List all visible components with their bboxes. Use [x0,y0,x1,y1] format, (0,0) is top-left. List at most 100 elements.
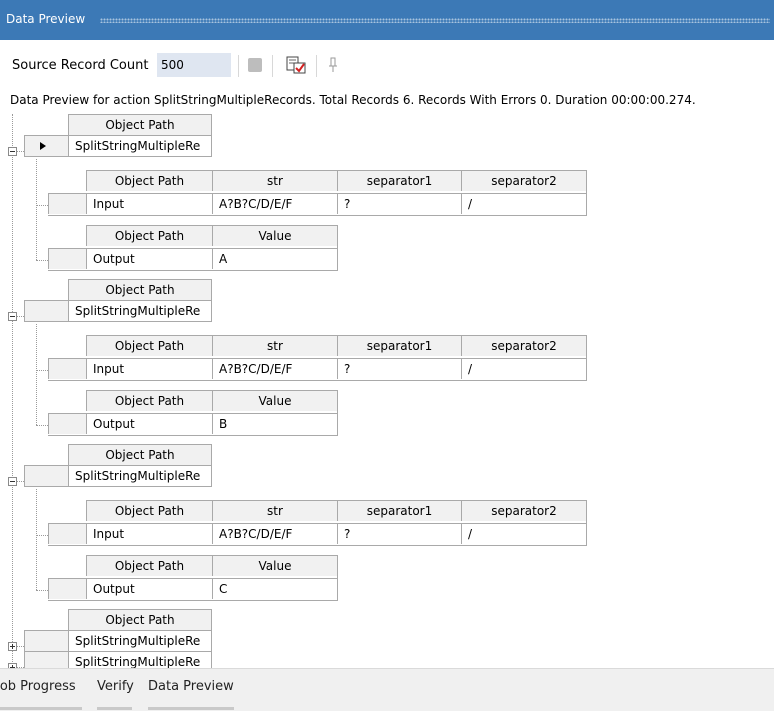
tree-child-line [36,159,37,260]
value-cell[interactable]: C [212,578,337,599]
tab-data-preview[interactable]: Data Preview [148,679,234,694]
output-grid: Object Path Value Output B [48,390,338,436]
tree-branch-line [17,151,24,152]
tree-branch-line [36,425,48,426]
column-header-str[interactable]: str [212,500,337,521]
source-record-count-label: Source Record Count [12,58,149,73]
panel-title: Data Preview [6,12,86,26]
value-cell[interactable]: B [212,413,337,434]
grid-corner [48,335,86,356]
stop-icon[interactable] [248,58,262,72]
grid-corner [48,170,86,191]
row-selector[interactable] [48,193,86,214]
row-selector[interactable] [24,651,68,668]
separator1-cell[interactable]: ? [337,358,461,379]
str-cell[interactable]: A?B?C/D/E/F [212,523,337,544]
current-row-arrow-icon [40,142,46,150]
row-selector[interactable] [48,523,86,544]
column-header-separator2[interactable]: separator2 [461,500,586,521]
tab-job-progress[interactable]: Job Progress [0,679,76,694]
value-cell[interactable]: A [212,248,337,269]
row-selector[interactable] [24,630,68,651]
column-header-object-path[interactable]: Object Path [86,335,212,356]
source-record-count-input[interactable] [157,53,231,77]
column-header-separator1[interactable]: separator1 [337,500,461,521]
input-path-cell[interactable]: Input [86,358,212,379]
record-path-cell[interactable]: SplitStringMultipleRe [68,465,211,486]
separator1-cell[interactable]: ? [337,523,461,544]
input-grid: Object Path str separator1 separator2 In… [48,335,587,381]
collapse-icon[interactable] [8,147,17,156]
input-grid: Object Path str separator1 separator2 In… [48,170,587,216]
record-header-grid: Object Path SplitStringMultipleRe SplitS… [24,609,212,668]
record-path-cell[interactable]: SplitStringMultipleRe [68,630,211,651]
record-path-cell[interactable]: SplitStringMultipleRe [68,135,211,156]
input-path-cell[interactable]: Input [86,193,212,214]
column-header-object-path[interactable]: Object Path [68,114,211,135]
column-header-object-path[interactable]: Object Path [86,225,212,246]
separator1-cell[interactable]: ? [337,193,461,214]
separator2-cell[interactable]: / [461,523,586,544]
grid-corner [48,500,86,521]
output-grid: Object Path Value Output C [48,555,338,601]
toolbar-separator [316,55,317,77]
column-header-value[interactable]: Value [212,390,337,411]
tree-branch-line [17,481,24,482]
column-header-separator1[interactable]: separator1 [337,170,461,191]
column-header-object-path[interactable]: Object Path [68,279,211,300]
pin-icon[interactable] [326,55,340,75]
separator2-cell[interactable]: / [461,358,586,379]
toolbar-separator [238,55,239,77]
row-selector-current[interactable] [24,135,68,156]
grid-corner [24,114,68,135]
tab-verify[interactable]: Verify [97,679,134,694]
record-path-cell[interactable]: SplitStringMultipleRe [68,651,211,668]
grid-corner [48,390,86,411]
grid-corner [24,279,68,300]
tree-child-line [36,324,37,425]
input-grid: Object Path str separator1 separator2 In… [48,500,587,546]
row-selector[interactable] [48,358,86,379]
column-header-object-path[interactable]: Object Path [86,500,212,521]
row-selector[interactable] [48,413,86,434]
tab-underline [0,707,82,710]
row-selector[interactable] [48,578,86,599]
tree-root-line [12,114,13,668]
column-header-object-path[interactable]: Object Path [68,609,211,630]
record-header-grid: Object Path SplitStringMultipleRe [24,114,212,157]
drag-grip[interactable] [100,18,770,23]
expand-icon[interactable] [8,663,17,668]
toolbar [0,40,774,90]
column-header-value[interactable]: Value [212,225,337,246]
column-header-object-path[interactable]: Object Path [86,170,212,191]
data-preview-tree[interactable]: Object Path SplitStringMultipleRe Object… [0,114,774,668]
input-path-cell[interactable]: Input [86,523,212,544]
grid-corner [48,555,86,576]
row-selector[interactable] [24,465,68,486]
collapse-icon[interactable] [8,477,17,486]
column-header-object-path[interactable]: Object Path [86,390,212,411]
tree-branch-line [36,590,48,591]
bottom-tab-strip: Job Progress Verify Data Preview [0,668,774,711]
row-selector[interactable] [48,248,86,269]
expand-icon[interactable] [8,642,17,651]
collapse-icon[interactable] [8,312,17,321]
column-header-str[interactable]: str [212,335,337,356]
str-cell[interactable]: A?B?C/D/E/F [212,358,337,379]
column-header-separator1[interactable]: separator1 [337,335,461,356]
separator2-cell[interactable]: / [461,193,586,214]
output-path-cell[interactable]: Output [86,413,212,434]
column-header-object-path[interactable]: Object Path [86,555,212,576]
row-selector[interactable] [24,300,68,321]
output-path-cell[interactable]: Output [86,578,212,599]
document-check-icon[interactable] [285,55,307,75]
column-header-object-path[interactable]: Object Path [68,444,211,465]
record-path-cell[interactable]: SplitStringMultipleRe [68,300,211,321]
tree-child-line [36,489,37,590]
column-header-value[interactable]: Value [212,555,337,576]
output-path-cell[interactable]: Output [86,248,212,269]
column-header-str[interactable]: str [212,170,337,191]
str-cell[interactable]: A?B?C/D/E/F [212,193,337,214]
column-header-separator2[interactable]: separator2 [461,335,586,356]
column-header-separator2[interactable]: separator2 [461,170,586,191]
